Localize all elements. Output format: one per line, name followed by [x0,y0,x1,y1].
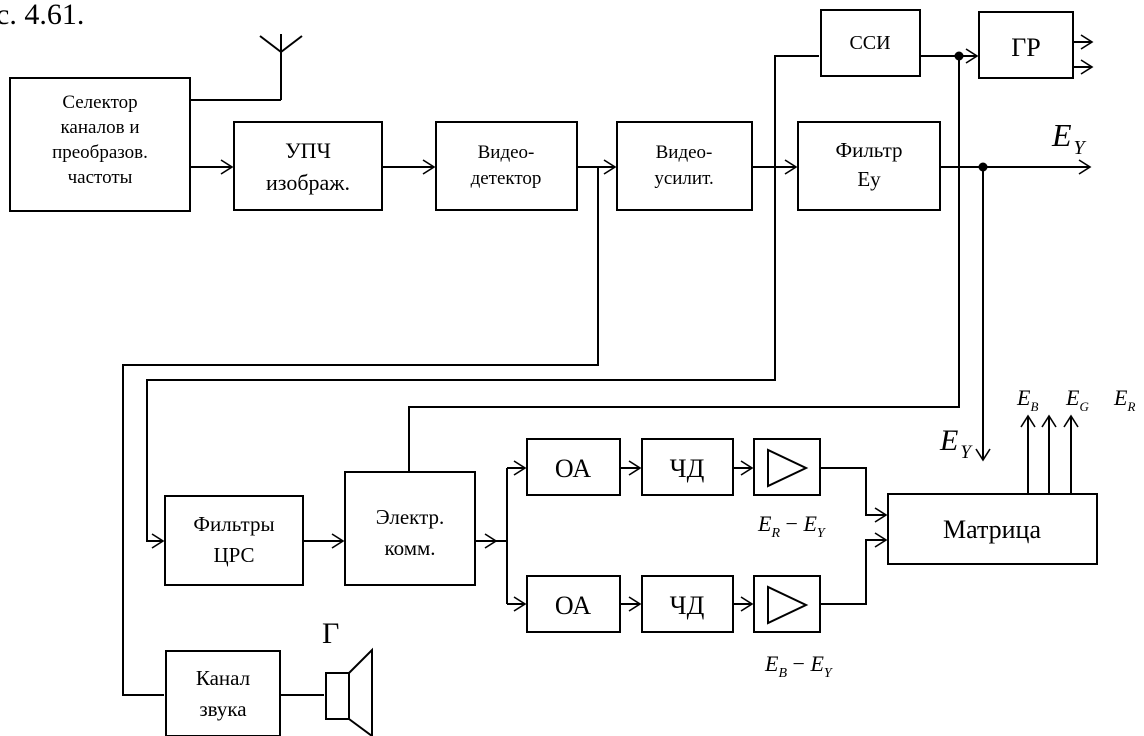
arrowheads [151,34,1094,612]
sound-channel-line-1: Канал [196,666,250,690]
selector-line-1: Селектор [62,92,137,113]
videoamp-block: Видео- усилит. [616,121,753,211]
filter-ey-block: Фильтр Еу [797,121,941,211]
amplifier-triangle-icon [767,585,809,625]
chd-block-bottom: ЧД [641,575,734,633]
oa-block-top: ОА [526,438,621,496]
chd-block-top: ЧД [641,438,734,496]
gr-label: ГР [1011,33,1041,62]
chd-top-label: ЧД [670,454,705,483]
speaker-icon [325,647,373,736]
ssi-label: ССИ [849,32,890,54]
electronic-switch-line-1: Электр. [376,505,445,529]
er-output-label: ER [1113,385,1135,414]
oa-top-label: ОА [555,454,591,483]
amplifier-block-bottom [753,575,821,633]
videoamp-line-2: усилит. [654,168,713,189]
videodetector-line-1: Видео- [478,142,535,163]
videoamp-line-1: Видео- [656,142,713,163]
eb-output-label: EB [1016,385,1038,414]
electronic-switch-line-2: комм. [384,536,435,560]
upch-line-1: УПЧ [285,138,331,163]
upch-block: УПЧ изображ. [233,121,383,211]
junction-dot [978,162,988,172]
figure-caption: с. 4.61. [0,0,84,31]
junction-dot [954,51,964,61]
selector-block: Селектор каналов и преобразов. частоты [9,77,191,212]
videodetector-block: Видео- детектор [435,121,578,211]
sound-channel-block: Канал звука [165,650,281,736]
filter-ey-line-1: Фильтр [835,138,902,162]
gr-block: ГР [978,11,1074,79]
chd-bottom-label: ЧД [670,591,705,620]
filters-crs-line-1: Фильтры [193,512,274,536]
videodetector-line-2: детектор [471,168,542,189]
filter-ey-line-2: Еу [857,167,881,191]
oa-bottom-label: ОА [555,591,591,620]
oa-block-bottom: ОА [526,575,621,633]
er-minus-ey-label: ER − EY [757,511,827,541]
matrix-block: Матрица [887,493,1098,565]
electronic-switch-block: Электр. комм. [344,471,476,586]
ssi-block: ССИ [820,9,921,77]
connection-lines [122,34,1092,696]
selector-line-4: частоты [68,167,133,188]
amplifier-triangle-icon [767,448,809,488]
sound-channel-line-2: звука [199,697,247,721]
eb-minus-ey-label: EB − EY [764,651,834,681]
selector-line-3: преобразов. [52,142,148,163]
upch-line-2: изображ. [266,170,350,195]
selector-line-2: каналов и [60,117,139,138]
filters-crs-line-2: ЦРС [213,543,254,567]
matrix-label: Матрица [943,515,1041,544]
amplifier-block-top [753,438,821,496]
speaker-label: Г [322,617,339,650]
filters-crs-block: Фильтры ЦРС [164,495,304,586]
eg-output-label: EG [1065,385,1089,414]
